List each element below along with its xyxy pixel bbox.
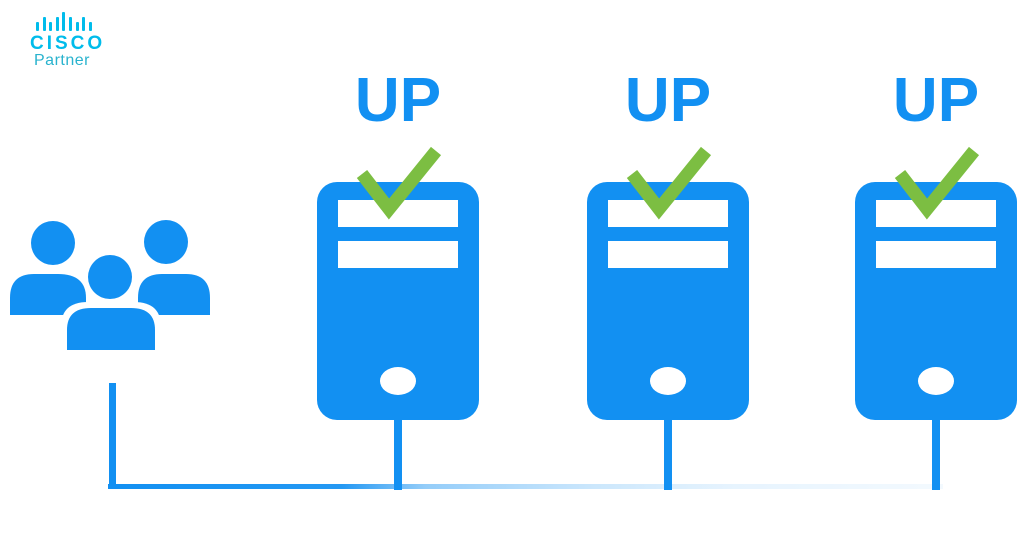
server-slot	[608, 241, 728, 268]
server-tower-icon	[587, 146, 749, 490]
user-body	[138, 274, 210, 315]
user-head	[144, 220, 188, 264]
partner-label: Partner	[34, 52, 90, 69]
server-power-button	[650, 367, 686, 395]
cisco-signal-bars-icon	[36, 12, 92, 31]
checkmark-icon	[626, 146, 712, 220]
server-slot	[338, 241, 458, 268]
checkmark-icon	[894, 146, 980, 220]
server-tower-icon	[317, 146, 479, 490]
user-head	[88, 255, 132, 299]
user-head	[31, 221, 75, 265]
server-node-1: UP	[317, 66, 479, 496]
server-tower-icon	[855, 146, 1017, 490]
server-status-label: UP	[624, 66, 712, 135]
server-status-label: UP	[354, 66, 442, 135]
server-node-3: UP	[855, 66, 1017, 496]
users-group-icon	[10, 220, 210, 350]
server-power-button	[918, 367, 954, 395]
user-body	[10, 274, 86, 315]
server-status-label: UP	[892, 66, 980, 135]
server-node-2: UP	[587, 66, 749, 496]
cisco-wordmark: CISCO	[30, 33, 106, 54]
server-drop-line	[394, 420, 402, 490]
server-drop-line	[664, 420, 672, 490]
server-drop-line	[932, 420, 940, 490]
server-power-button	[380, 367, 416, 395]
users-drop-line	[109, 383, 116, 486]
checkmark-icon	[356, 146, 442, 220]
user-body	[67, 308, 155, 350]
server-slot	[876, 241, 996, 268]
network-bus-line	[108, 484, 943, 489]
